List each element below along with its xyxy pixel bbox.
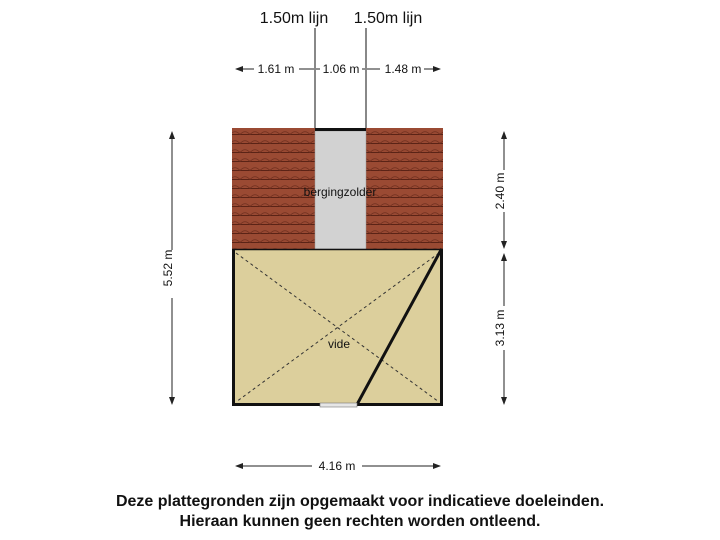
dim-right-upper: 2.40 m	[493, 173, 507, 210]
dim-top-3: 1.48 m	[385, 62, 422, 76]
attic-strip	[314, 130, 367, 250]
bottom-dimension: 4.16 m	[235, 459, 441, 473]
dim-right-lower: 3.13 m	[493, 310, 507, 347]
disclaimer-line-1: Deze plattegronden zijn opgemaakt voor i…	[115, 493, 605, 510]
right-dimensions: 2.40 m 3.13 m	[493, 131, 507, 405]
disclaimer-line-2: Hieraan kunnen geen rechten worden ontle…	[179, 513, 541, 530]
vide-walls	[232, 248, 443, 406]
room-label-vide: vide	[328, 337, 350, 351]
height-line-label-right: 1.50m lijn	[354, 10, 422, 27]
dim-top-2: 1.06 m	[323, 62, 360, 76]
dim-top-1: 1.61 m	[258, 62, 295, 76]
top-dimensions: 1.61 m 1.06 m 1.48 m	[235, 62, 441, 76]
height-line-label-left: 1.50m lijn	[260, 10, 328, 27]
door-opening	[319, 402, 358, 408]
left-dimension: 5.52 m	[161, 131, 175, 405]
dim-left-height: 5.52 m	[161, 250, 175, 287]
dim-bottom-width: 4.16 m	[319, 459, 356, 473]
room-label-bergingzolder: bergingzolder	[304, 185, 377, 199]
vide-floor	[232, 249, 443, 406]
